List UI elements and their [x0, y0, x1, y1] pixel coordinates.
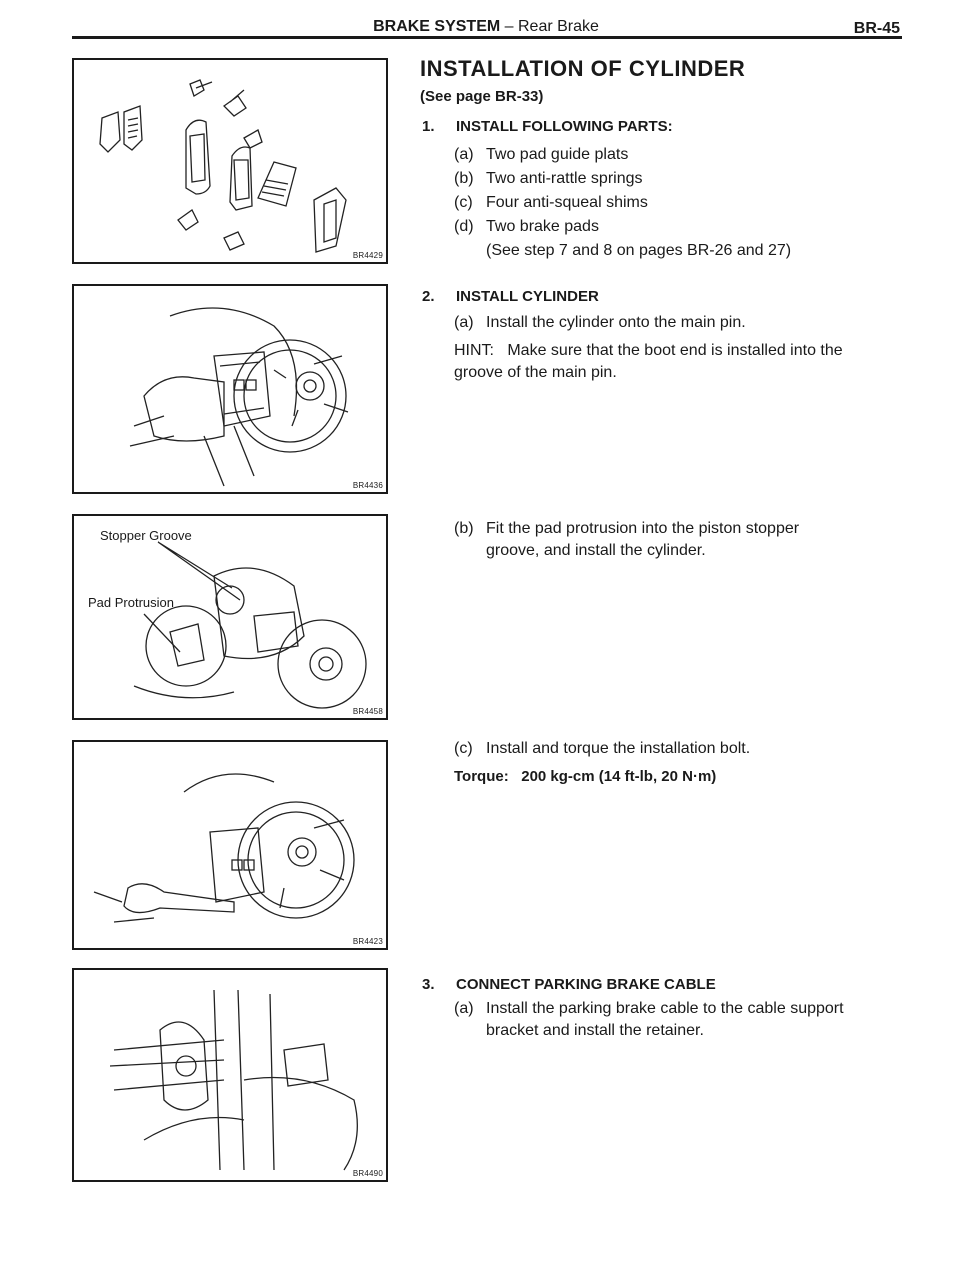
- step-3-item-a-line-2: bracket and install the retainer.: [486, 1022, 704, 1039]
- step-2-item-c: (c) Install and torque the installation b…: [454, 740, 750, 758]
- figure-install-cylinder: BR4436: [72, 284, 388, 494]
- item-letter: (b): [454, 170, 474, 187]
- cylinder-install-illustration: [129, 307, 349, 487]
- step-3-title: CONNECT PARKING BRAKE CABLE: [456, 976, 716, 993]
- figure-code: BR4458: [352, 707, 383, 716]
- step-2-title: INSTALL CYLINDER: [456, 288, 599, 305]
- step-3-heading: 3. CONNECT PARKING BRAKE CABLE: [422, 976, 716, 993]
- header-subsection: Rear Brake: [518, 18, 599, 35]
- step-1-heading: 1. INSTALL FOLLOWING PARTS:: [422, 118, 673, 135]
- see-page-reference: (See page BR-33): [420, 88, 544, 105]
- step-1-item-b: (b) Two anti-rattle springs: [454, 170, 643, 188]
- item-text: Fit the pad protrusion into the piston s…: [486, 520, 800, 537]
- step-1-item-d: (d) Two brake pads: [454, 218, 599, 236]
- step-3-number: 3.: [422, 976, 435, 993]
- step-1-item-a: (a) Two pad guide plats: [454, 146, 628, 164]
- item-text: Two brake pads: [486, 218, 599, 235]
- page-number: BR-45: [853, 20, 900, 37]
- figure-parking-cable: BR4490: [72, 968, 388, 1182]
- header-rule: [72, 36, 902, 39]
- torque-bolt-illustration: [93, 773, 355, 923]
- figure-torque-bolt: BR4423: [72, 740, 388, 950]
- header-section: BRAKE SYSTEM: [373, 18, 501, 35]
- item-text: Install the parking brake cable to the c…: [486, 1000, 844, 1017]
- item-text: Install and torque the installation bolt…: [486, 740, 751, 757]
- item-letter: (a): [454, 1000, 474, 1017]
- step-2-item-a: (a) Install the cylinder onto the main pi…: [454, 314, 746, 332]
- item-letter: (b): [454, 520, 474, 537]
- step-3-item-a: (a) Install the parking brake cable to th…: [454, 1000, 844, 1018]
- hint-line-1: Make sure that the boot end is installed…: [507, 342, 843, 359]
- stopper-groove-label: Stopper Groove: [100, 528, 192, 543]
- torque-label: Torque:: [454, 768, 509, 785]
- item-text: Install the cylinder onto the main pin.: [486, 314, 746, 331]
- item-text: Two anti-rattle springs: [486, 170, 643, 187]
- pad-protrusion-label: Pad Protrusion: [88, 595, 174, 610]
- step-1-item-c: (c) Four anti-squeal shims: [454, 194, 648, 212]
- step-2-heading: 2. INSTALL CYLINDER: [422, 288, 599, 305]
- item-letter: (d): [454, 218, 474, 235]
- hint-block: HINT: Make sure that the boot end is ins…: [454, 340, 904, 362]
- item-letter: (c): [454, 740, 473, 757]
- step-2-number: 2.: [422, 288, 435, 305]
- parking-cable-illustration: [109, 989, 358, 1171]
- item-letter: (a): [454, 314, 474, 331]
- pad-parts-illustration: [99, 79, 347, 253]
- step-1-note: (See step 7 and 8 on pages BR-26 and 27): [486, 242, 792, 259]
- figure-pad-parts: BR4429: [72, 58, 388, 264]
- section-title: INSTALLATION OF CYLINDER: [420, 56, 746, 81]
- page-header: BRAKE SYSTEM – Rear Brake BR-45: [72, 12, 900, 42]
- item-text: Two pad guide plats: [486, 146, 629, 163]
- figure-code: BR4429: [352, 251, 383, 260]
- step-1-title: INSTALL FOLLOWING PARTS:: [456, 118, 673, 135]
- item-letter: (a): [454, 146, 474, 163]
- step-2-item-b: (b) Fit the pad protrusion into the pisto…: [454, 520, 799, 538]
- figure-stopper-groove: Stopper Groove Pad Protrusion BR4458: [72, 514, 388, 720]
- step-1-number: 1.: [422, 118, 435, 135]
- header-title: BRAKE SYSTEM – Rear Brake: [72, 18, 900, 36]
- hint-line-2: groove of the main pin.: [454, 364, 617, 381]
- hint-label: HINT:: [454, 342, 494, 359]
- figure-code: BR4423: [352, 937, 383, 946]
- figure-code: BR4436: [352, 481, 383, 490]
- header-dash: –: [500, 18, 518, 35]
- item-letter: (c): [454, 194, 473, 211]
- item-text: Four anti-squeal shims: [486, 194, 648, 211]
- figure-code: BR4490: [352, 1169, 383, 1178]
- step-2-item-b-line-2: groove, and install the cylinder.: [486, 542, 706, 559]
- torque-value: 200 kg-cm (14 ft-lb, 20 N·m): [521, 768, 717, 785]
- torque-spec: Torque: 200 kg-cm (14 ft-lb, 20 N·m): [454, 768, 716, 785]
- stopper-groove-illustration: [133, 541, 367, 709]
